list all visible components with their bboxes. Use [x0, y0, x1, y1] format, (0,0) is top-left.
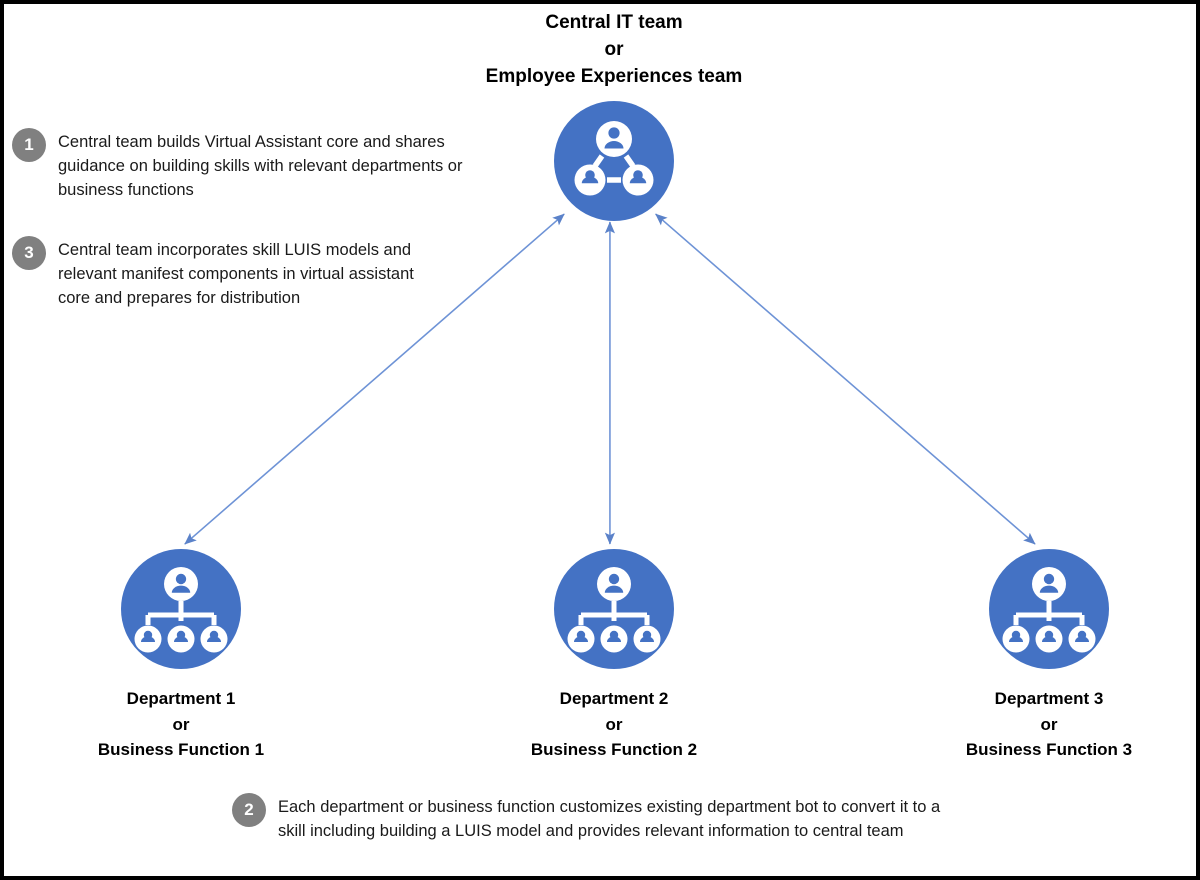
- label-department-1: Department 1 or Business Function 1: [97, 689, 265, 759]
- step-description: Each department or business function cus…: [278, 798, 941, 840]
- step-description: Central team builds Virtual Assistant co…: [58, 133, 463, 199]
- step-callout-1: 1 Central team builds Virtual Assistant …: [12, 128, 512, 203]
- node-department-1[interactable]: [121, 549, 241, 669]
- org-chart-icon: [1002, 567, 1096, 653]
- step-callout-2: 2 Each department or business function c…: [232, 793, 952, 844]
- org-chart-icon: [567, 567, 661, 653]
- org-chart-icon: [134, 567, 228, 653]
- label-department-2: Department 2 or Business Function 2: [530, 689, 698, 759]
- step-callout-3: 3 Central team incorporates skill LUIS m…: [12, 236, 432, 311]
- node-department-2[interactable]: [554, 549, 674, 669]
- node-central-it-team[interactable]: [554, 101, 674, 221]
- step-description: Central team incorporates skill LUIS mod…: [58, 241, 414, 307]
- connector-center-dept3: [655, 213, 1036, 545]
- step-number-badge: 3: [12, 236, 46, 270]
- label-department-3: Department 3 or Business Function 3: [965, 689, 1133, 759]
- step-number-badge: 2: [232, 793, 266, 827]
- center-node-title: Central IT team or Employee Experiences …: [485, 12, 743, 87]
- node-department-3[interactable]: [989, 549, 1109, 669]
- step-number-badge: 1: [12, 128, 46, 162]
- team-network-icon: [574, 121, 654, 196]
